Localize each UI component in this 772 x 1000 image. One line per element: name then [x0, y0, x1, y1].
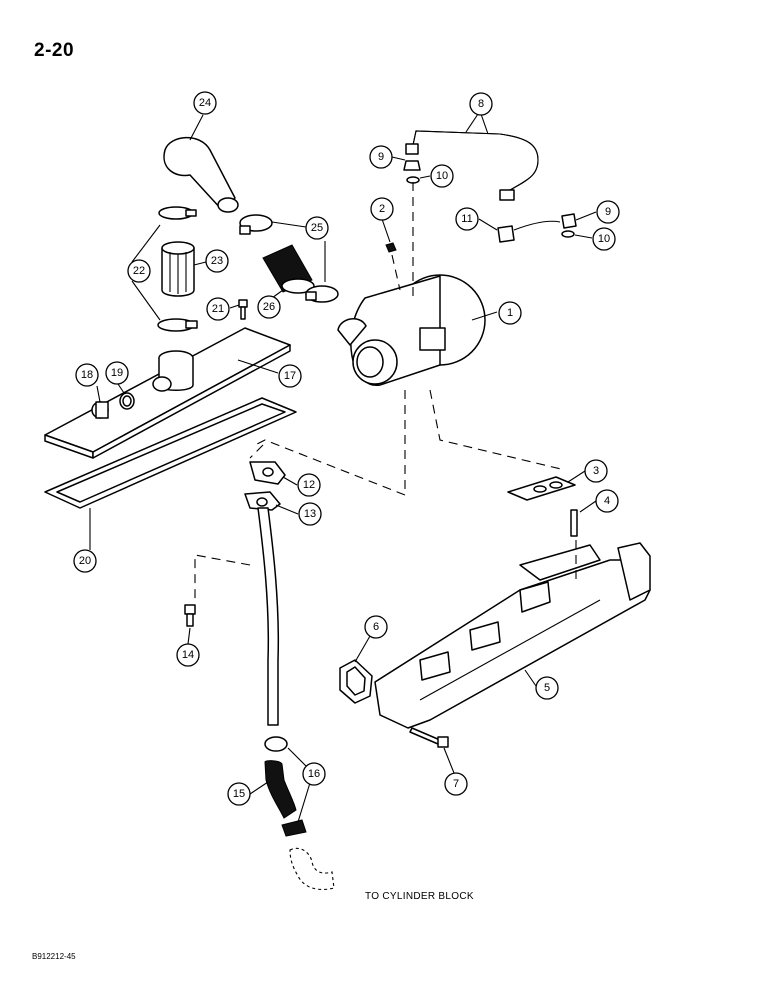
- callout-6: 6: [364, 615, 388, 639]
- svg-text:7: 7: [453, 778, 459, 790]
- callout-21: 21: [206, 297, 230, 321]
- page-number: 2-20: [34, 40, 75, 61]
- svg-text:24: 24: [199, 97, 211, 109]
- cylinder-block-connector-phantom: [289, 847, 335, 891]
- callout-13: 13: [298, 502, 322, 526]
- callout-10-upper: 10: [430, 164, 454, 188]
- part-11-oil-return-line: [513, 220, 561, 231]
- part-24-elbow: [163, 136, 239, 213]
- part-19-seal: [119, 392, 135, 410]
- svg-text:3: 3: [593, 465, 599, 477]
- callout-18: 18: [75, 363, 99, 387]
- part-4-stud: [570, 509, 578, 537]
- callout-15: 15: [227, 782, 251, 806]
- callout-12: 12: [297, 473, 321, 497]
- callout-1: 1: [498, 301, 522, 325]
- svg-text:8: 8: [478, 98, 484, 110]
- part-22-clamp-upper: [158, 206, 197, 220]
- callout-9-lower: 9: [596, 200, 620, 224]
- svg-text:1: 1: [507, 307, 513, 319]
- part-2-fitting: [385, 242, 397, 253]
- callout-20: 20: [73, 549, 97, 573]
- callout-22: 22: [127, 259, 151, 283]
- callout-7: 7: [444, 772, 468, 796]
- svg-text:2: 2: [379, 203, 385, 215]
- svg-text:18: 18: [81, 369, 93, 381]
- callout-16: 16: [302, 762, 326, 786]
- svg-text:26: 26: [263, 301, 275, 313]
- svg-text:12: 12: [303, 479, 315, 491]
- part-16-clamp-lower: [281, 819, 307, 837]
- part-9-fitting-lower: [561, 213, 577, 229]
- svg-text:6: 6: [373, 621, 379, 633]
- svg-text:9: 9: [605, 206, 611, 218]
- svg-text:20: 20: [79, 555, 91, 567]
- callout-17: 17: [278, 364, 302, 388]
- callout-8: 8: [469, 92, 493, 116]
- part-21-bolt: [238, 299, 248, 320]
- callout-26: 26: [257, 295, 281, 319]
- part-20-gasket: [44, 397, 297, 509]
- cylinder-block-caption: TO CYLINDER BLOCK: [365, 891, 474, 902]
- svg-text:16: 16: [308, 768, 320, 780]
- document-id: B912212-45: [32, 952, 76, 961]
- part-9-fitting-upper: [403, 160, 421, 171]
- part-10-oring-lower: [561, 230, 575, 238]
- callout-3: 3: [584, 459, 608, 483]
- callout-4: 4: [595, 489, 619, 513]
- part-18-plug: [91, 401, 109, 419]
- svg-text:17: 17: [284, 370, 296, 382]
- callout-19: 19: [105, 361, 129, 385]
- part-3-gasket: [507, 476, 576, 501]
- callout-2: 2: [370, 197, 394, 221]
- svg-text:9: 9: [378, 151, 384, 163]
- part-17-cover-plate: [44, 327, 291, 459]
- part-12-gasket: [249, 461, 286, 485]
- callout-5: 5: [535, 676, 559, 700]
- part-1-turbocharger: [337, 274, 486, 386]
- part-25-clamp-upper: [239, 214, 273, 235]
- callout-10-lower: 10: [592, 227, 616, 251]
- callout-9-upper: 9: [369, 145, 393, 169]
- callout-11: 11: [455, 207, 479, 231]
- svg-text:13: 13: [304, 508, 316, 520]
- part-26-hose: [262, 244, 315, 294]
- part-15-hose: [264, 760, 297, 819]
- svg-text:21: 21: [212, 303, 224, 315]
- oil-drain-tube: [257, 507, 280, 726]
- svg-text:5: 5: [544, 682, 550, 694]
- svg-text:11: 11: [461, 213, 472, 225]
- part-22-clamp-lower: [157, 318, 198, 332]
- svg-text:23: 23: [211, 255, 223, 267]
- leader-lines: [89, 113, 597, 823]
- callout-23: 23: [205, 249, 229, 273]
- part-6-gasket: [339, 659, 373, 704]
- svg-text:14: 14: [182, 649, 194, 661]
- svg-text:15: 15: [233, 788, 245, 800]
- part-16-clamp-upper: [264, 736, 288, 752]
- callout-14: 14: [176, 643, 200, 667]
- svg-text:25: 25: [311, 222, 323, 234]
- svg-text:19: 19: [111, 367, 123, 379]
- part-5-exhaust-manifold: [374, 542, 651, 729]
- part-14-bolt: [184, 604, 196, 627]
- svg-text:22: 22: [133, 265, 145, 277]
- part-8-oil-line: [405, 130, 539, 201]
- svg-text:4: 4: [604, 495, 610, 507]
- part-13-gasket: [244, 491, 281, 511]
- assembly-lines: [194, 182, 577, 600]
- callout-24: 24: [193, 91, 217, 115]
- svg-text:10: 10: [436, 170, 448, 182]
- part-7-bolt: [409, 727, 449, 748]
- part-25-clamp-lower: [305, 285, 339, 303]
- callout-25: 25: [305, 216, 329, 240]
- svg-text:10: 10: [598, 233, 610, 245]
- part-11-fitting: [497, 225, 515, 243]
- part-23-hose: [161, 241, 195, 297]
